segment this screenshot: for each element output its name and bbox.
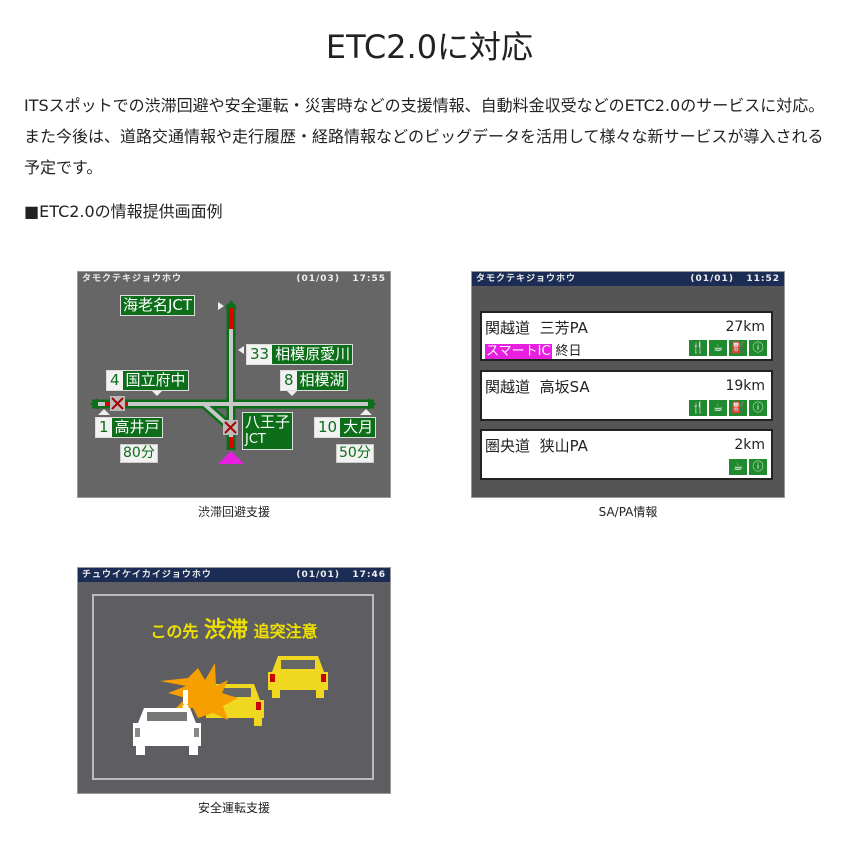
exit-number: 10 bbox=[315, 418, 341, 437]
header-label: タモクテキジョウホウ bbox=[476, 274, 577, 284]
sapa-name: 圏央道 狭山PA bbox=[485, 435, 588, 456]
road-name: 圏央道 bbox=[485, 437, 531, 455]
jct-label: JCT bbox=[245, 432, 266, 447]
page-title: ETC2.0に対応 bbox=[325, 28, 534, 66]
facility-name: 三芳PA bbox=[539, 319, 588, 337]
clock: 17:46 bbox=[352, 570, 386, 580]
warning-text: この先 bbox=[150, 622, 199, 641]
sapa-name: 関越道 三芳PA bbox=[485, 317, 588, 338]
safety-warning-screen: チュウイケイカイジョウホウ (01/01) 17:46 この先 渋滞 追突注意 bbox=[77, 567, 391, 794]
exit-number: 8 bbox=[281, 371, 297, 390]
travel-time-left: 80分 bbox=[120, 444, 158, 463]
warning-text: 追突注意 bbox=[253, 622, 318, 641]
caption-route: 渋滞回避支援 bbox=[197, 505, 270, 519]
exit-number: 4 bbox=[107, 371, 123, 390]
screen-header: チュウイケイカイジョウホウ (01/01) 17:46 bbox=[78, 568, 390, 582]
road-name: 関越道 bbox=[485, 378, 531, 396]
screen-header: タモクテキジョウホウ (01/03) 17:55 bbox=[78, 272, 390, 286]
info-icon: ⓘ bbox=[749, 400, 767, 416]
travel-time-right: 50分 bbox=[336, 444, 374, 463]
info-icon: ⓘ bbox=[749, 340, 767, 356]
car-icon bbox=[133, 690, 201, 755]
collision-illustration bbox=[133, 656, 328, 755]
warning-frame bbox=[92, 594, 374, 780]
cafe-icon: ☕ bbox=[729, 459, 747, 475]
info-icon: ⓘ bbox=[749, 459, 767, 475]
cafe-icon: ☕ bbox=[709, 400, 727, 416]
gas-station-icon: ⛽ bbox=[729, 400, 747, 416]
closure-icon bbox=[110, 396, 238, 435]
warning-message: この先 渋滞 追突注意 bbox=[78, 612, 390, 644]
distance: 27km bbox=[725, 319, 765, 335]
route-map bbox=[90, 300, 376, 464]
header-label: タモクテキジョウホウ bbox=[82, 274, 183, 284]
road-name: 関越道 bbox=[485, 319, 531, 337]
route-guidance-screen: タモクテキジョウホウ (01/03) 17:55 海老名JCT 3 bbox=[77, 271, 391, 498]
caption-sapa: SA/PA情報 bbox=[598, 505, 658, 519]
facility-name: 高坂SA bbox=[539, 378, 590, 396]
restaurant-icon: 🍴 bbox=[689, 400, 707, 416]
exit-name: 相模原愛川 bbox=[275, 345, 351, 363]
current-position-icon bbox=[218, 451, 244, 464]
page-indicator: (01/01) bbox=[296, 570, 340, 580]
distance: 2km bbox=[734, 437, 765, 453]
sapa-info-screen: タモクテキジョウホウ (01/01) 11:52 関越道 三芳PA 27km ス… bbox=[471, 271, 785, 498]
sapa-name: 関越道 高坂SA bbox=[485, 376, 590, 397]
exit-name: 国立府中 bbox=[125, 371, 186, 389]
header-label: チュウイケイカイジョウホウ bbox=[82, 570, 212, 580]
restaurant-icon: 🍴 bbox=[689, 340, 707, 356]
clock: 17:55 bbox=[352, 274, 386, 284]
sapa-item: 関越道 高坂SA 19km 🍴☕⛽ⓘ bbox=[480, 370, 773, 421]
caption-warning: 安全運転支援 bbox=[197, 801, 270, 815]
exit-name: 高井戸 bbox=[114, 418, 160, 436]
exit-number: 33 bbox=[247, 345, 273, 364]
car-icon bbox=[268, 656, 328, 698]
exit-number: 1 bbox=[96, 418, 112, 437]
page-indicator: (01/03) bbox=[296, 274, 340, 284]
jct-name: 八王子 bbox=[245, 413, 291, 431]
page-indicator: (01/01) bbox=[690, 274, 734, 284]
smart-ic-badge: スマートIC bbox=[485, 344, 552, 359]
screen-header: タモクテキジョウホウ (01/01) 11:52 bbox=[472, 272, 784, 286]
direction-arrow-icon bbox=[98, 302, 372, 415]
facility-name: 狭山PA bbox=[539, 437, 588, 455]
cafe-icon: ☕ bbox=[709, 340, 727, 356]
warning-text-congestion: 渋滞 bbox=[203, 618, 248, 643]
smart-ic-hours: 終日 bbox=[555, 344, 582, 359]
sapa-item: 圏央道 狭山PA 2km ☕ⓘ bbox=[480, 429, 773, 480]
sign-ebina-jct: 海老名JCT bbox=[120, 295, 196, 316]
gas-station-icon: ⛽ bbox=[729, 340, 747, 356]
exit-name: 大月 bbox=[343, 418, 374, 436]
distance: 19km bbox=[725, 378, 765, 394]
crash-burst-icon bbox=[160, 663, 238, 720]
subheading: ■ETC2.0の情報提供画面例 bbox=[24, 202, 223, 221]
description: ITSスポットでの渋滞回避や安全運転・災害時などの支援情報、自動料金収受などのE… bbox=[24, 96, 825, 177]
clock: 11:52 bbox=[746, 274, 780, 284]
exit-name: 相模湖 bbox=[299, 371, 345, 389]
